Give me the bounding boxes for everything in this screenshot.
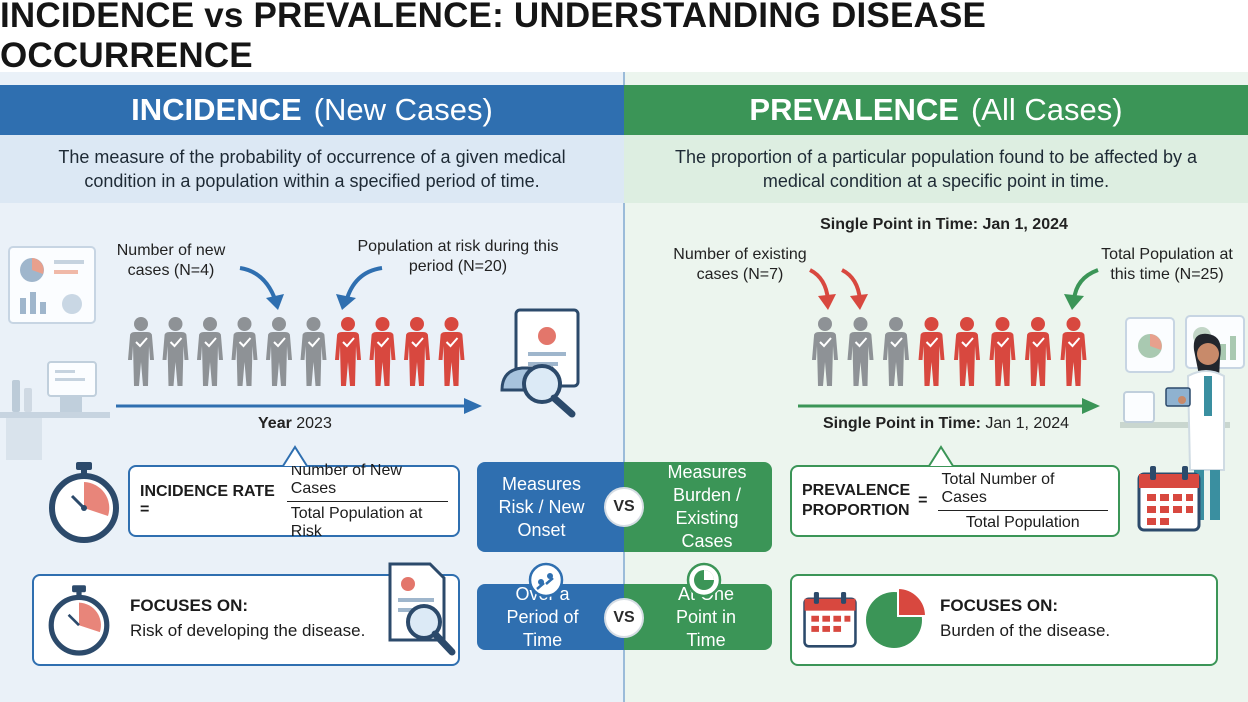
- lab-desk-icon: [0, 361, 110, 460]
- prevalence-callout-pointer: [928, 445, 954, 467]
- incidence-definition-band: The measure of the probability of occurr…: [0, 135, 624, 203]
- incidence-callout-pointer: [282, 445, 308, 467]
- pie-chart-icon: [866, 586, 928, 648]
- center-divider: [623, 72, 625, 702]
- incidence-focus-text: Risk of developing the disease.: [130, 621, 366, 640]
- incidence-population-label: Population at risk during this period (N…: [357, 238, 559, 275]
- incidence-timeline-year-word: Year: [258, 415, 292, 432]
- incidence-population-row: [128, 317, 465, 386]
- compare-risk-cell: Measures Risk / New Onset: [477, 462, 624, 552]
- prevalence-header: PREVALENCE (All Cases): [624, 85, 1248, 135]
- prevalence-total-label: Total Population at this time (N=25): [1101, 246, 1233, 283]
- incidence-header-light: (New Cases): [313, 92, 493, 127]
- incidence-denominator: Total Population at Risk: [290, 504, 423, 540]
- incidence-formula-name: INCIDENCE RATE =: [140, 483, 275, 518]
- person-healthy-icon: [266, 317, 292, 386]
- incidence-new-cases-label: Number of new cases (N=4): [116, 242, 226, 279]
- new-cases-arrow-icon: [239, 266, 284, 310]
- existing-cases-arrow-1-icon: [809, 268, 836, 310]
- focus-document-search-icon: [388, 562, 456, 656]
- incidence-numerator: Number of New Cases: [286, 462, 448, 502]
- person-case-icon: [954, 317, 980, 386]
- person-healthy-icon: [300, 317, 327, 386]
- person-case-icon: [989, 317, 1016, 386]
- prevalence-population-row: [812, 317, 1087, 386]
- person-healthy-icon: [197, 317, 223, 386]
- prevalence-existing-label: Number of existing cases (N=7): [673, 246, 807, 283]
- person-case-icon: [404, 317, 430, 386]
- prevalence-focus-box: [790, 574, 1218, 666]
- person-healthy-icon: [883, 317, 909, 386]
- focus-calendar-icon: [803, 592, 857, 648]
- compare-burden-cell: Measures Burden / Existing Cases: [624, 462, 772, 552]
- compare-burden-text: Measures Burden / Existing Cases: [667, 462, 747, 551]
- prevalence-formula-name-line2: PROPORTION: [802, 502, 910, 519]
- doctor-illustration-icon: [1120, 333, 1230, 520]
- prevalence-header-light: (All Cases): [970, 92, 1123, 127]
- incidence-timeline-caption: Year 2023: [258, 415, 332, 433]
- person-case-icon: [438, 317, 465, 386]
- total-population-arrow-icon: [1064, 268, 1099, 310]
- prevalence-focus-text: Burden of the disease.: [940, 621, 1111, 640]
- prevalence-definition: The proportion of a particular populatio…: [674, 147, 1198, 191]
- prevalence-definition-band: The proportion of a particular populatio…: [624, 135, 1248, 203]
- person-case-icon: [918, 317, 945, 386]
- prevalence-formula-name-line1: PREVALENCE: [802, 482, 911, 499]
- prevalence-header-bold: PREVALENCE: [749, 92, 959, 127]
- person-healthy-icon: [231, 317, 258, 386]
- incidence-focus-title: FOCUSES ON:: [130, 596, 249, 615]
- incidence-header-bold: INCIDENCE: [131, 92, 302, 127]
- person-case-icon: [369, 317, 396, 386]
- prevalence-timeline-date: Jan 1, 2024: [980, 415, 1070, 432]
- title-bar: INCIDENCE vs PREVALENCE: UNDERSTANDING D…: [0, 0, 1248, 75]
- existing-cases-arrow-2-icon: [841, 268, 868, 310]
- calendar-icon: [1137, 466, 1201, 532]
- pie-clock-icon: [686, 562, 722, 598]
- trend-people-icon: [528, 562, 564, 598]
- vs-badge-1: VS: [604, 487, 644, 527]
- prevalence-fraction: Total Number of Cases Total Population: [937, 471, 1108, 532]
- compare-risk-text: Measures Risk / New Onset: [498, 473, 585, 540]
- incidence-fraction: Number of New Cases Total Population at …: [286, 462, 448, 541]
- population-arrow-icon: [336, 266, 383, 310]
- prevalence-top-point-label: Single Point in Time: Jan 1, 2024: [820, 216, 1068, 233]
- incidence-timeline-year: 2023: [291, 415, 332, 432]
- person-healthy-icon: [812, 317, 838, 386]
- prevalence-formula-equals: =: [918, 492, 928, 509]
- prevalence-formula-box: PREVALENCE PROPORTION = Total Number of …: [790, 465, 1120, 537]
- incidence-timeline-arrow: [116, 398, 482, 414]
- prevalence-formula-name: PREVALENCE PROPORTION: [802, 481, 910, 521]
- stopwatch-icon: [49, 462, 119, 543]
- dashboard-chart-icon: [8, 246, 96, 324]
- incidence-definition: The measure of the probability of occurr…: [58, 147, 566, 191]
- person-case-icon: [335, 317, 361, 386]
- prevalence-focus-title: FOCUSES ON:: [940, 596, 1059, 615]
- prevalence-timeline-caption: Single Point in Time: Jan 1, 2024: [823, 415, 1069, 433]
- prevalence-denominator: Total Population: [965, 513, 1080, 531]
- prevalence-numerator: Total Number of Cases: [937, 471, 1108, 511]
- vs-badge-2: VS: [604, 598, 644, 638]
- clipboard-chart-icon: [1125, 317, 1175, 373]
- focus-stopwatch-icon: [48, 585, 110, 656]
- person-healthy-icon: [128, 317, 154, 386]
- incidence-formula-box: INCIDENCE RATE = Number of New Cases Tot…: [128, 462, 460, 540]
- page-title: INCIDENCE vs PREVALENCE: UNDERSTANDING D…: [0, 0, 987, 75]
- document-search-icon: [500, 308, 580, 418]
- person-healthy-icon: [162, 317, 189, 386]
- person-case-icon: [1060, 317, 1087, 386]
- person-healthy-icon: [847, 317, 874, 386]
- person-case-icon: [1025, 317, 1051, 386]
- prevalence-timeline-arrow: [798, 398, 1100, 414]
- incidence-header: INCIDENCE (New Cases): [0, 85, 624, 135]
- prevalence-timeline-point-word: Single Point in Time:: [823, 415, 981, 432]
